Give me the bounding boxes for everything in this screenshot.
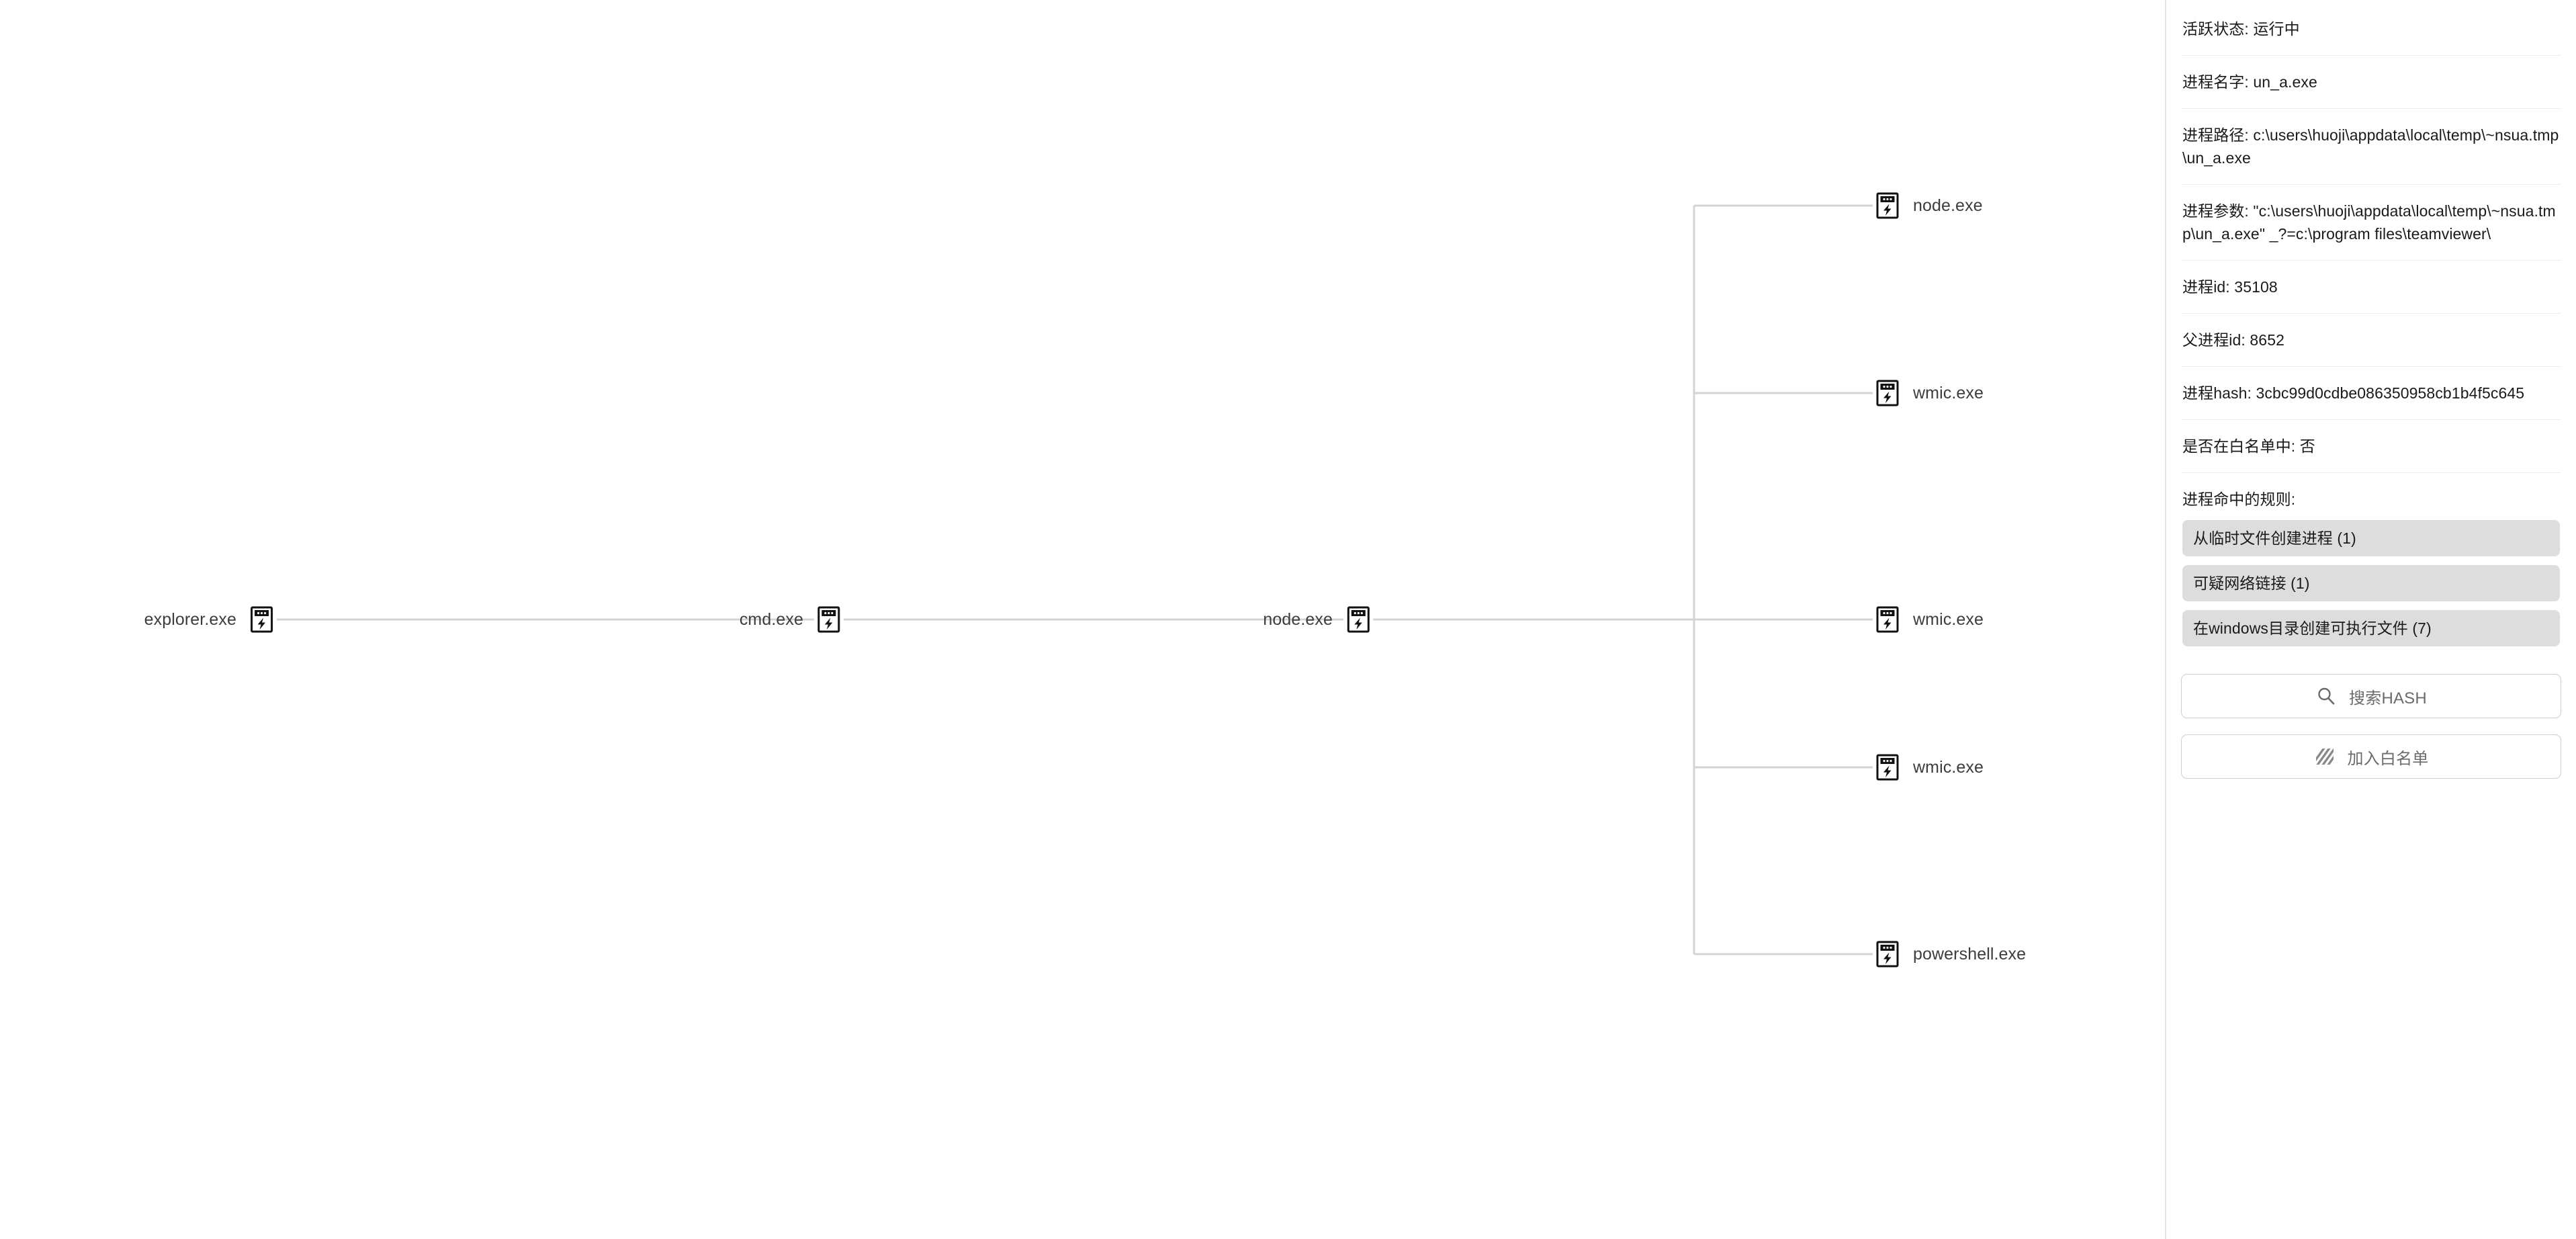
process-node-node_root[interactable]: node.exe (1263, 599, 1373, 640)
process-node-wmic_c4[interactable]: wmic.exe (1873, 747, 1984, 787)
process-node-label: cmd.exe (739, 609, 803, 629)
detail-row-key: 活跃状态: (2182, 20, 2249, 38)
process-lightning-icon[interactable] (1873, 378, 1902, 408)
process-node-cmd[interactable]: cmd.exe (740, 599, 844, 640)
matched-rules-title: 进程命中的规则: (2182, 490, 2296, 509)
rule-tag[interactable]: 可疑网络链接 (1) (2182, 565, 2560, 602)
process-lightning-icon[interactable] (1873, 939, 1902, 969)
detail-row-key: 进程id: (2182, 278, 2230, 296)
process-node-label: powershell.exe (1913, 944, 2027, 964)
detail-row-key: 是否在白名单中: (2182, 437, 2296, 456)
detail-row: 进程名字: un_a.exe (2181, 56, 2561, 110)
add-whitelist-label: 加入白名单 (2347, 749, 2429, 768)
process-node-node_c1[interactable]: node.exe (1873, 185, 1983, 226)
detail-row: 是否在白名单中: 否 (2181, 420, 2561, 474)
detail-row-key: 进程路径: (2182, 126, 2249, 144)
diagonal-stripes-icon (2314, 746, 2336, 767)
detail-row-value: 运行中 (2253, 20, 2300, 38)
detail-row-value: 35108 (2234, 278, 2278, 296)
process-node-explorer[interactable]: explorer.exe (144, 599, 277, 640)
detail-row-key: 进程hash: (2182, 384, 2252, 402)
detail-row: 进程id: 35108 (2181, 261, 2561, 314)
panel-actions: 搜索HASH 加入白名单 (2166, 662, 2576, 779)
search-hash-button[interactable]: 搜索HASH (2181, 674, 2561, 719)
search-icon (2315, 685, 2337, 707)
detail-row-key: 父进程id: (2182, 331, 2246, 349)
process-lightning-icon[interactable] (1873, 191, 1902, 220)
detail-row-key: 进程名字: (2182, 73, 2249, 91)
process-node-label: wmic.exe (1913, 609, 1984, 629)
process-lightning-icon[interactable] (814, 605, 844, 634)
detail-row-value: 否 (2299, 437, 2315, 456)
add-whitelist-button[interactable]: 加入白名单 (2181, 734, 2561, 779)
detail-row-key: 进程参数: (2182, 202, 2249, 220)
process-node-wmic_c3[interactable]: wmic.exe (1873, 599, 1984, 640)
process-node-ps_c5[interactable]: powershell.exe (1873, 934, 2026, 974)
process-lightning-icon[interactable] (1873, 605, 1902, 634)
rule-tag[interactable]: 在windows目录创建可执行文件 (7) (2182, 610, 2560, 647)
detail-row: 进程参数: "c:\users\huoji\appdata\local\temp… (2181, 185, 2561, 261)
detail-row-value: 3cbc99d0cdbe086350958cb1b4f5c645 (2256, 384, 2525, 402)
detail-row-value: 8652 (2250, 331, 2284, 349)
detail-row: 活跃状态: 运行中 (2181, 0, 2561, 56)
process-node-label: node.exe (1263, 609, 1333, 629)
process-lightning-icon[interactable] (1873, 753, 1902, 782)
process-node-label: node.exe (1913, 196, 1983, 215)
process-tree-canvas[interactable]: explorer.exe cmd.exe node.exe node.exe wmic.… (0, 0, 2165, 1239)
detail-row-value: un_a.exe (2253, 73, 2317, 91)
detail-row-value: c:\users\huoji\appdata\local\temp\~nsua.… (2182, 126, 2559, 167)
rule-tag[interactable]: 从临时文件创建进程 (1) (2182, 520, 2560, 557)
process-lightning-icon[interactable] (247, 605, 277, 634)
tree-edges (277, 204, 1873, 955)
process-node-label: wmic.exe (1913, 383, 1984, 402)
search-hash-label: 搜索HASH (2349, 689, 2427, 708)
process-node-label: explorer.exe (144, 609, 236, 629)
detail-row: 父进程id: 8652 (2181, 314, 2561, 368)
detail-row: 进程路径: c:\users\huoji\appdata\local\temp\… (2181, 109, 2561, 185)
process-node-label: wmic.exe (1913, 757, 1984, 777)
detail-row: 进程hash: 3cbc99d0cdbe086350958cb1b4f5c645 (2181, 367, 2561, 421)
detail-row-value: "c:\users\huoji\appdata\local\temp\~nsua… (2182, 202, 2556, 243)
matched-rules-section: 进程命中的规则: 从临时文件创建进程 (1) 可疑网络链接 (1) 在windows目… (2181, 473, 2561, 662)
process-node-wmic_c2[interactable]: wmic.exe (1873, 373, 1984, 413)
process-lightning-icon[interactable] (1343, 605, 1373, 634)
